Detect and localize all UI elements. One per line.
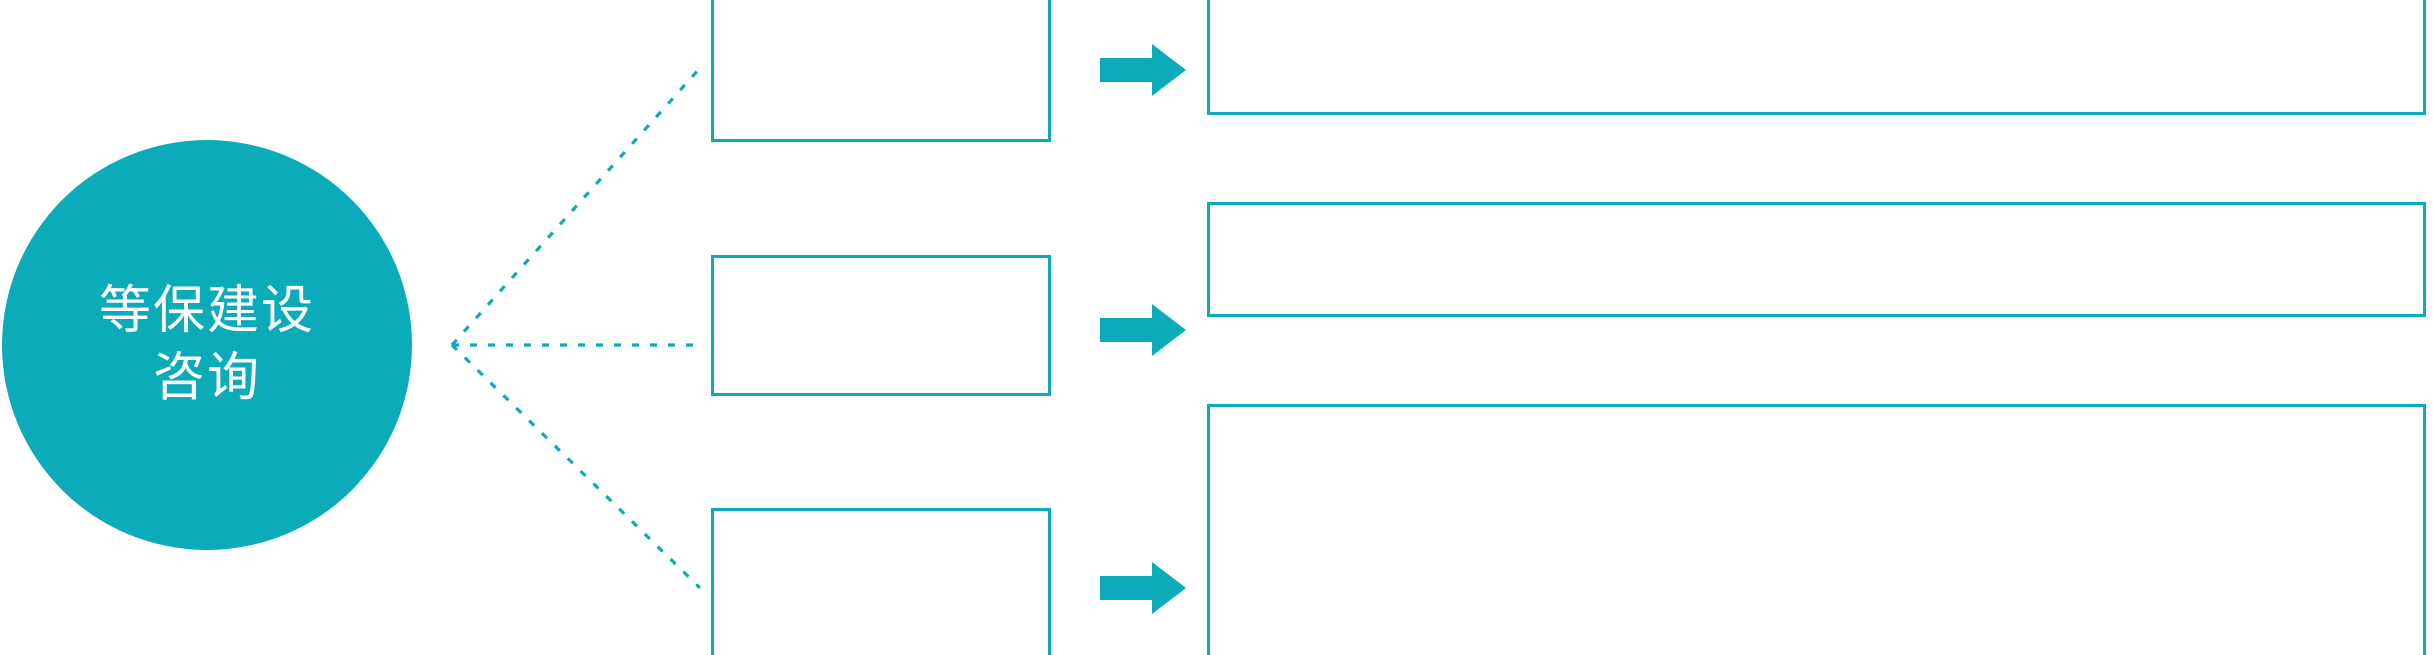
category-box-3-label (714, 511, 1048, 539)
hub-circle[interactable]: 等保建设 咨询 (2, 140, 412, 550)
arrow-right-icon (1100, 304, 1186, 356)
connector-branch-top (450, 66, 702, 347)
arrow-right-icon (1100, 44, 1186, 96)
category-box-1-label (714, 0, 1048, 28)
hub-circle-label: 等保建设 咨询 (98, 282, 315, 407)
category-box-3[interactable] (711, 508, 1051, 655)
detail-box-3[interactable] (1207, 404, 2426, 655)
category-box-2-label (714, 258, 1048, 286)
detail-box-3-label (1210, 407, 2423, 435)
category-box-1[interactable] (711, 0, 1051, 142)
detail-box-2[interactable] (1207, 202, 2426, 317)
detail-box-2-label (1210, 205, 2423, 233)
detail-box-1[interactable] (1207, 0, 2426, 115)
detail-box-1-label (1210, 0, 2423, 28)
category-box-2[interactable] (711, 255, 1051, 396)
connector-branch-bottom (450, 343, 702, 590)
arrow-right-icon (1100, 562, 1186, 614)
